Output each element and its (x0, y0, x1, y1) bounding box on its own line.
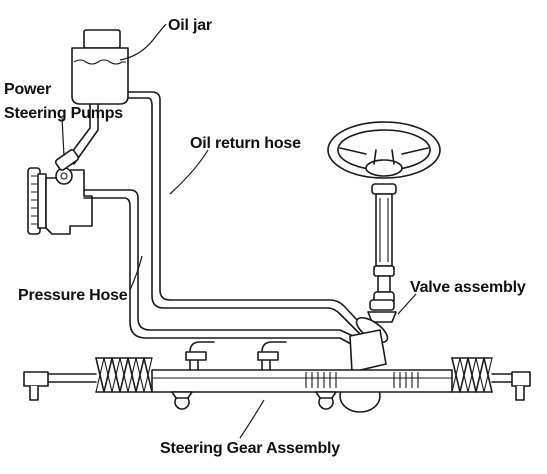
steering-gear-assembly (23, 341, 531, 410)
steering-wheel (327, 121, 441, 179)
pressure-hose (83, 189, 367, 351)
valve-assembly (339, 299, 397, 413)
oil-jar-label: Oil jar (168, 17, 212, 34)
steering-column (371, 183, 397, 305)
oil-return-hose (127, 91, 373, 341)
oil-return-hose-label: Oil return hose (190, 135, 301, 152)
steering-gear-assembly-label: Steering Gear Assembly (160, 440, 340, 457)
jar-to-pump-pipe (65, 103, 99, 165)
valve-assembly-label: Valve assembly (410, 279, 526, 296)
pressure-hose-label: Pressure Hose (18, 287, 128, 304)
power-steering-pump (27, 149, 93, 235)
oil-jar (71, 29, 129, 105)
leader-lines (61, 23, 417, 439)
power-steering-pump-label-line2: Steering Pumps (4, 105, 123, 122)
power-steering-pump-label-line1: Power (4, 81, 51, 98)
